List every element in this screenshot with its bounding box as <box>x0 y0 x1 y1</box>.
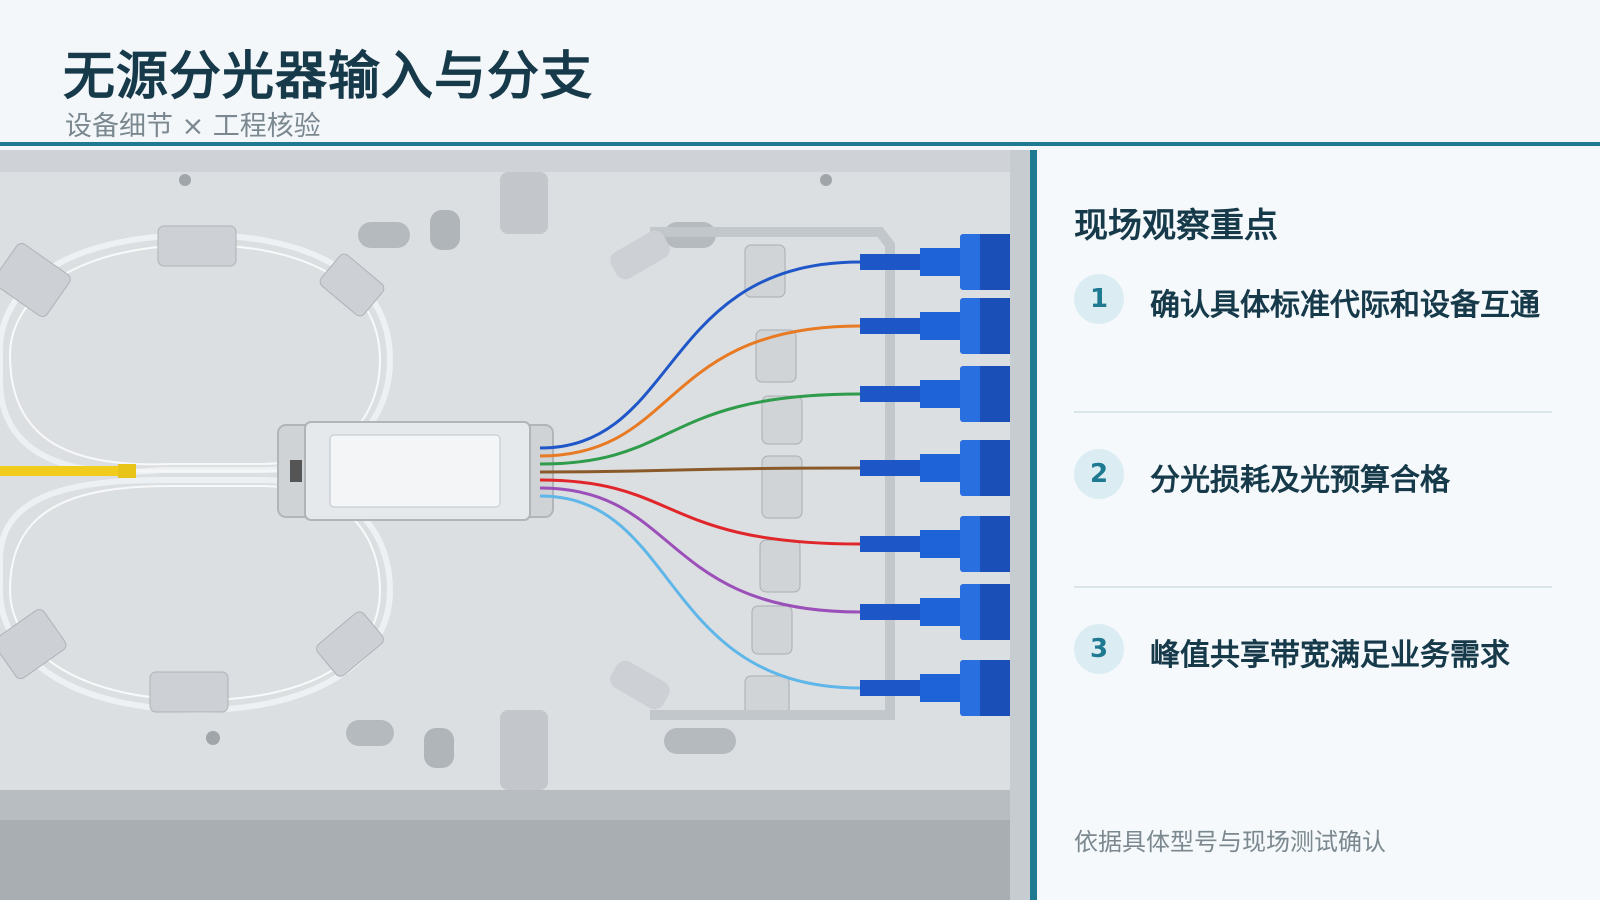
splitter-tray-photo <box>0 150 1030 900</box>
item-number-badge: 1 <box>1074 274 1124 324</box>
item-divider <box>1074 586 1552 588</box>
observation-panel: 现场观察重点 1 确认具体标准代际和设备互通 2 分光损耗及光预算合格 3 峰值… <box>1037 150 1600 900</box>
observation-item-1: 1 确认具体标准代际和设备互通 <box>1074 270 1564 330</box>
item-text: 分光损耗及光预算合格 <box>1150 463 1450 498</box>
observation-item-3: 3 峰值共享带宽满足业务需求 <box>1074 620 1564 680</box>
observation-item-2: 2 分光损耗及光预算合格 <box>1074 445 1564 505</box>
item-number-badge: 2 <box>1074 449 1124 499</box>
page-title: 无源分光器输入与分支 <box>63 47 594 107</box>
item-divider <box>1074 411 1552 413</box>
splitter-tray-illustration <box>0 150 1030 900</box>
page-subtitle: 设备细节 × 工程核验 <box>65 111 321 142</box>
vertical-divider <box>1030 150 1037 900</box>
item-number-badge: 3 <box>1074 624 1124 674</box>
panel-heading: 现场观察重点 <box>1074 206 1278 246</box>
footnote: 依据具体型号与现场测试确认 <box>1074 828 1386 856</box>
item-text: 确认具体标准代际和设备互通 <box>1150 288 1540 323</box>
header: 无源分光器输入与分支 设备细节 × 工程核验 <box>0 0 1600 146</box>
item-text: 峰值共享带宽满足业务需求 <box>1150 638 1510 673</box>
